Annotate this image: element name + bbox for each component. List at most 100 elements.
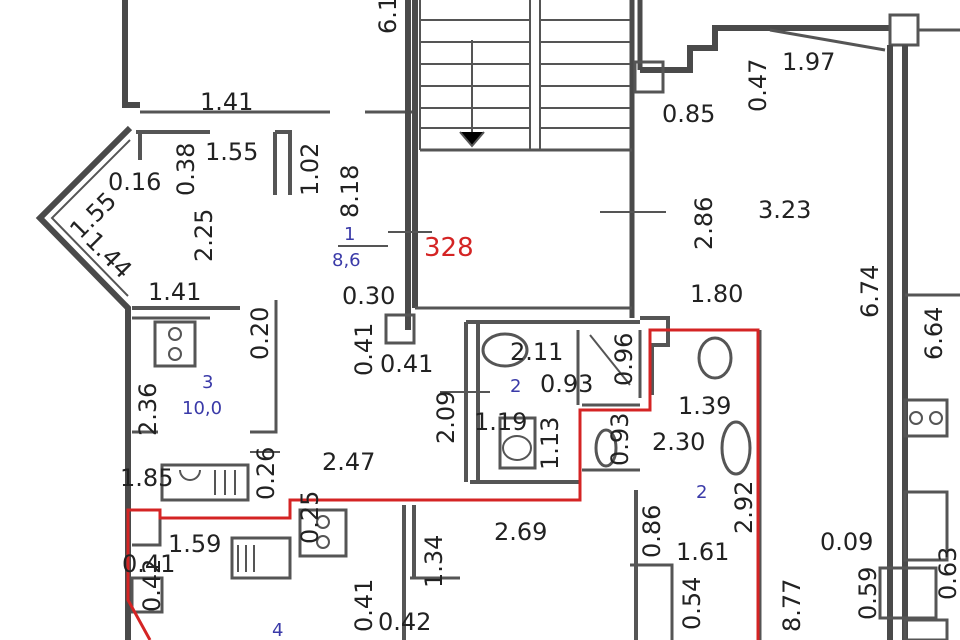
- dimension-label: 2.09: [432, 391, 460, 444]
- dimension-label: 1.55: [205, 138, 258, 166]
- dimension-label: 0.20: [246, 307, 274, 360]
- toilet-bowl: [502, 435, 532, 461]
- column: [633, 60, 665, 94]
- stair-wall-right: [629, 0, 643, 318]
- wall-segment: [582, 403, 640, 472]
- dimension-labels: 1.41 1.55 0.16 1.41 0.30 0.41 1.85 2.47 …: [108, 48, 873, 636]
- dimension-label: 0.26: [252, 447, 280, 500]
- sink-grille: [214, 470, 236, 495]
- wall-segment: [132, 300, 278, 434]
- toilet: [498, 416, 537, 470]
- burner: [316, 535, 330, 549]
- dimension-label: 0.41: [350, 579, 378, 632]
- room-number: 1: [344, 224, 355, 245]
- burner: [929, 411, 943, 425]
- wall-segment: [136, 130, 210, 160]
- dimension-label: 3.23: [758, 196, 811, 224]
- cooktop: [903, 398, 949, 438]
- stove: [230, 536, 292, 580]
- dimension-label: 1.13: [536, 417, 564, 470]
- dimension-label: 0.63: [934, 547, 960, 600]
- stove-grille: [237, 545, 255, 572]
- dimension-label: 0.09: [820, 528, 873, 556]
- door-swing: [589, 334, 631, 386]
- dimension-label: 1.41: [148, 278, 201, 306]
- dimension-label: 0.38: [172, 143, 200, 196]
- stair-treads: [419, 0, 630, 150]
- cooktop: [298, 508, 348, 558]
- dimension-label: 0.93: [606, 413, 634, 466]
- dimension-label: 6.64: [920, 307, 948, 360]
- dimension-label: 1.34: [420, 535, 448, 588]
- dimension-label: 0.93: [540, 370, 593, 398]
- burner: [168, 347, 182, 361]
- wall-right: [887, 45, 908, 640]
- kitchen-sink: [160, 463, 250, 502]
- dimension-label: 6.1: [374, 0, 402, 34]
- washbasin: [481, 332, 529, 368]
- dimension-label: 0.41: [380, 350, 433, 378]
- kitchen-sink: [903, 490, 949, 562]
- dimension-labels-vertical: 0.38 1.02 8.18 1.55 2.25 1.44 0.20 0.41 …: [64, 0, 960, 632]
- dimension-label: 2.47: [322, 448, 375, 476]
- dimension-label: 0.41: [350, 323, 378, 376]
- outer-wall-top-left: [122, 0, 140, 108]
- dimension-label: 2.30: [652, 428, 705, 456]
- room-area: 8,6: [332, 250, 361, 271]
- dimension-label: 2.11: [510, 338, 563, 366]
- cooktop: [153, 320, 197, 368]
- washbasin: [594, 428, 618, 468]
- room-number: 2: [696, 482, 707, 503]
- dimension-label: 1.61: [676, 538, 729, 566]
- marker-code: 328: [424, 233, 474, 263]
- dimension-label: 0.86: [638, 505, 666, 558]
- dimension-label: 0.85: [662, 100, 715, 128]
- dimension-label: 1.39: [678, 392, 731, 420]
- wall-segment: [576, 330, 642, 405]
- dimension-label: 2.86: [690, 197, 718, 250]
- dimension-label: 2.25: [190, 209, 218, 262]
- dimension-label: 6.74: [856, 265, 884, 318]
- room-area: 10,0: [182, 398, 222, 419]
- walls: [35, 0, 960, 640]
- room-labels: 1 8,6 3 10,0 2 2 4: [182, 224, 707, 640]
- outer-wall-top-right: [640, 25, 890, 73]
- dimension-label: 8.18: [336, 165, 364, 218]
- burner: [316, 515, 330, 529]
- room-number: 4: [272, 620, 283, 640]
- dimension-label: 2.36: [134, 383, 162, 436]
- wall-segment: [273, 130, 292, 195]
- window-line: [769, 28, 886, 52]
- dimension-label: 0.30: [342, 282, 395, 310]
- dimension-label: 0.42: [138, 559, 166, 612]
- cooktop: [903, 618, 949, 640]
- dimension-label: 0.96: [610, 333, 638, 386]
- apartment-boundary: [126, 328, 760, 640]
- wall-segment: [640, 316, 670, 395]
- dimension-label: 8.77: [778, 579, 806, 632]
- dimension-label: 0.25: [296, 491, 324, 544]
- column: [888, 13, 920, 47]
- dimension-label: 0.47: [744, 59, 772, 112]
- dimension-label: 1.85: [120, 464, 173, 492]
- dimension-label: 0.54: [678, 577, 706, 630]
- room-number: 2: [510, 376, 521, 397]
- dimension-label: 1.41: [200, 88, 253, 116]
- column: [130, 576, 164, 614]
- dimension-label: 1.97: [782, 48, 835, 76]
- wall-segment: [410, 563, 674, 640]
- dimension-label: 0.41: [122, 550, 175, 578]
- column: [384, 313, 416, 345]
- room-number: 3: [202, 372, 213, 393]
- dimension-label: 1.02: [296, 143, 324, 196]
- dimension-label: 0.59: [854, 567, 882, 620]
- dimension-label: 1.19: [474, 408, 527, 436]
- wall-segment: [464, 322, 480, 482]
- dimension-ticks: [250, 211, 666, 453]
- dimension-label: 0.42: [378, 608, 431, 636]
- burner: [168, 327, 182, 341]
- stair-wall-left: [405, 0, 418, 330]
- sink-basin: [179, 469, 201, 481]
- bay-window-wall: [35, 125, 133, 640]
